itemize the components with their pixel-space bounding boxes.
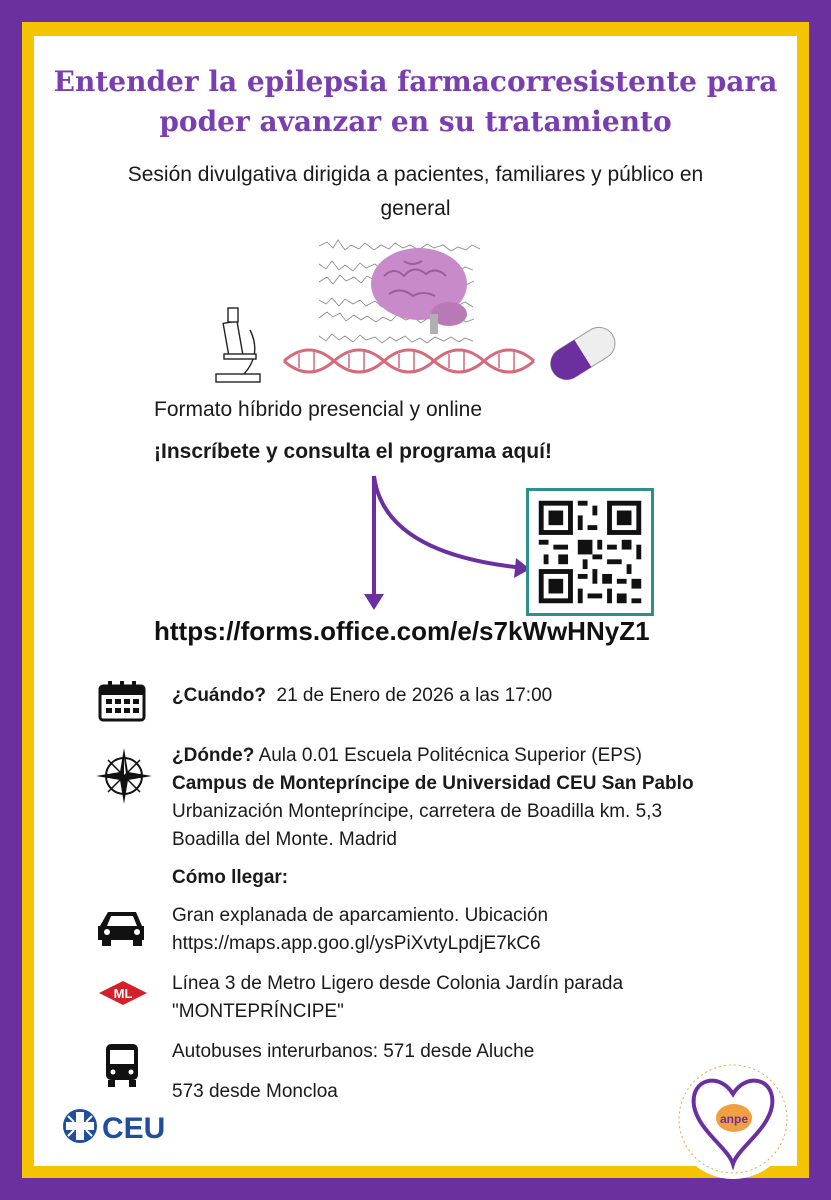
register-text: ¡Inscríbete y consulta el programa aquí! xyxy=(154,440,552,463)
anpe-logo-text: anpe xyxy=(720,1112,748,1126)
title-line-2: poder avanzar en su tratamiento xyxy=(159,105,672,138)
metro-ligero-icon: ML xyxy=(99,981,147,1005)
anpe-logo: anpe xyxy=(673,1059,793,1179)
car-icon xyxy=(98,912,144,946)
metro-line-1: Línea 3 de Metro Ligero desde Colonia Ja… xyxy=(172,973,624,994)
bus-row: Autobuses interurbanos: 571 desde Aluche… xyxy=(172,1038,534,1106)
metro-badge: ML xyxy=(114,986,133,1001)
ceu-logo-text: CEU xyxy=(102,1112,165,1145)
when-label: ¿Cuándo? xyxy=(172,685,266,706)
arrows-icon xyxy=(364,475,530,610)
poster-title: Entender la epilepsia farmacorresistente… xyxy=(34,62,797,142)
where-row: ¿Dónde? Aula 0.01 Escuela Politécnica Su… xyxy=(172,742,694,854)
where-address-1: Urbanización Montepríncipe, carretera de… xyxy=(172,801,663,822)
registration-link[interactable]: https://forms.office.com/e/s7kWwHNyZ1 xyxy=(154,616,650,646)
qr-code-icon xyxy=(529,491,651,613)
brain-icon xyxy=(371,248,467,334)
subtitle-line-2: general xyxy=(380,197,451,220)
subtitle-line-1: Sesión divulgativa dirigida a pacientes,… xyxy=(127,163,704,186)
capsule-icon xyxy=(550,326,616,381)
illustration xyxy=(215,239,616,383)
when-row: ¿Cuándo? 21 de Enero de 2026 a las 17:00 xyxy=(172,682,552,710)
bus-icon xyxy=(106,1044,138,1087)
microscope-icon xyxy=(215,307,261,383)
bus-line-2: 573 desde Moncloa xyxy=(172,1081,338,1102)
dna-icon xyxy=(283,348,535,374)
poster-subtitle: Sesión divulgativa dirigida a pacientes,… xyxy=(74,158,757,226)
ceu-logo: CEU xyxy=(62,1106,190,1151)
car-line-1: Gran explanada de aparcamiento. Ubicació… xyxy=(172,905,549,926)
format-text: Formato híbrido presencial y online xyxy=(154,398,483,421)
metro-line-2: "MONTEPRÍNCIPE" xyxy=(172,1001,344,1022)
compass-icon xyxy=(96,748,152,804)
when-value: 21 de Enero de 2026 a las 17:00 xyxy=(276,685,553,706)
title-line-1: Entender la epilepsia farmacorresistente… xyxy=(53,65,778,98)
where-place: Aula 0.01 Escuela Politécnica Superior (… xyxy=(258,745,642,766)
calendar-icon xyxy=(98,681,146,722)
poster-content: Entender la epilepsia farmacorresistente… xyxy=(34,36,797,1179)
car-row: Gran explanada de aparcamiento. Ubicació… xyxy=(172,902,548,958)
qr-code[interactable] xyxy=(526,488,654,616)
bus-line-1: Autobuses interurbanos: 571 desde Aluche xyxy=(172,1041,535,1062)
where-address-2: Boadilla del Monte. Madrid xyxy=(172,829,397,850)
how-to-get-heading: Cómo llegar: xyxy=(172,867,289,888)
where-campus: Campus de Montepríncipe de Universidad C… xyxy=(172,773,694,794)
metro-row: Línea 3 de Metro Ligero desde Colonia Ja… xyxy=(172,970,623,1026)
where-label: ¿Dónde? xyxy=(172,745,255,766)
maps-link[interactable]: https://maps.app.goo.gl/ysPiXvtyLpdjE7kC… xyxy=(172,933,541,954)
